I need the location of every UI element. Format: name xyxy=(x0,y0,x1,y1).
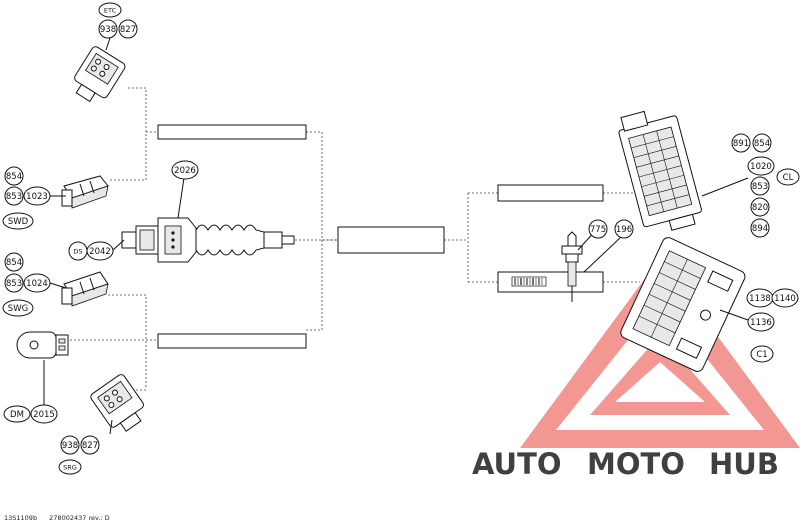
callout-2042: 2042 xyxy=(86,241,114,261)
callout-894: 894 xyxy=(750,218,770,238)
svg-text:1023: 1023 xyxy=(26,192,48,202)
cl-connector-block-icon xyxy=(618,110,702,231)
callout-827-bottom: 827 xyxy=(80,435,100,455)
barcode-icon xyxy=(514,278,543,285)
svg-text:HUB: HUB xyxy=(709,447,779,481)
svg-text:1020: 1020 xyxy=(750,162,772,172)
sensor-probe-icon xyxy=(561,231,583,302)
callout-854-swg: 854 xyxy=(4,252,24,272)
callout-1136: 1136 xyxy=(747,312,775,332)
svg-text:196: 196 xyxy=(616,225,632,235)
wire-label-box xyxy=(157,124,307,140)
callout-854-cl: 854 xyxy=(752,133,772,153)
callout-dm: DM xyxy=(3,405,31,423)
svg-text:775: 775 xyxy=(590,225,606,235)
callout-srg: SRG xyxy=(58,459,82,475)
barcode-tag xyxy=(511,276,547,287)
wire-label-box xyxy=(157,333,307,349)
callout-c1: C1 xyxy=(750,345,774,363)
svg-text:854: 854 xyxy=(754,139,770,149)
callout-775: 775 xyxy=(588,219,608,239)
callout-827-top: 827 xyxy=(118,19,138,39)
svg-text:854: 854 xyxy=(6,172,22,182)
svg-text:SWD: SWD xyxy=(8,217,29,227)
svg-text:1136: 1136 xyxy=(750,318,772,328)
callout-1138: 1138 xyxy=(746,288,774,308)
callout-1140: 1140 xyxy=(771,288,799,308)
bellows-boot-icon xyxy=(195,224,295,256)
svg-text:MOTO: MOTO xyxy=(587,447,685,481)
callout-swd: SWD xyxy=(2,212,34,230)
svg-text:2042: 2042 xyxy=(89,247,111,257)
svg-text:2015: 2015 xyxy=(33,410,55,420)
callout-2026: 2026 xyxy=(171,160,199,180)
svg-text:853: 853 xyxy=(6,279,22,289)
svg-text:853: 853 xyxy=(752,182,768,192)
callout-1020: 1020 xyxy=(747,156,775,176)
svg-text:AUTO: AUTO xyxy=(472,447,562,481)
svg-text:C1: C1 xyxy=(756,350,767,360)
diagram-footer: 13S1109b 278002437 rev.: D xyxy=(4,514,120,522)
swd-connector-icon xyxy=(61,175,109,209)
harness-label-box xyxy=(337,226,445,254)
swg-connector-icon xyxy=(61,271,109,307)
svg-text:853: 853 xyxy=(6,192,22,202)
callout-891: 891 xyxy=(731,133,751,153)
svg-text:827: 827 xyxy=(82,441,98,451)
callout-cl: CL xyxy=(776,168,800,186)
callout-853-swg: 853 xyxy=(4,273,24,293)
svg-text:SWG: SWG xyxy=(8,304,28,314)
callout-1024: 1024 xyxy=(23,273,51,293)
svg-text:CL: CL xyxy=(783,173,794,183)
svg-text:SRG: SRG xyxy=(63,464,77,472)
svg-text:891: 891 xyxy=(733,139,749,149)
ds-sensor-icon xyxy=(121,217,197,263)
svg-text:854: 854 xyxy=(6,258,22,268)
callout-swg: SWG xyxy=(2,299,34,317)
svg-text:938: 938 xyxy=(62,441,78,451)
svg-text:894: 894 xyxy=(752,224,768,234)
svg-text:938: 938 xyxy=(100,25,116,35)
callout-853-cl: 853 xyxy=(750,176,770,196)
svg-text:ETC: ETC xyxy=(104,7,117,15)
etc-connector-icon xyxy=(74,46,126,103)
svg-text:DM: DM xyxy=(10,410,24,420)
callout-2015: 2015 xyxy=(30,404,58,424)
callout-ds: DS xyxy=(68,241,88,261)
svg-text:827: 827 xyxy=(120,25,136,35)
callout-938-top: 938 xyxy=(98,19,118,39)
srg-connector-icon xyxy=(90,374,144,432)
dm-module-icon xyxy=(16,331,69,359)
callout-etc: ETC xyxy=(98,2,122,18)
callout-1023: 1023 xyxy=(23,186,51,206)
svg-text:1138: 1138 xyxy=(749,294,771,304)
c1-ecu-connector-icon xyxy=(620,237,746,372)
callout-820: 820 xyxy=(750,197,770,217)
svg-text:1024: 1024 xyxy=(26,279,48,289)
diagram-revision: 278002437 rev.: D xyxy=(49,514,110,522)
svg-text:DS: DS xyxy=(73,248,82,256)
svg-text:820: 820 xyxy=(752,203,768,213)
callout-853-swd: 853 xyxy=(4,186,24,206)
callout-854-swd: 854 xyxy=(4,166,24,186)
callout-196: 196 xyxy=(614,219,634,239)
svg-text:1140: 1140 xyxy=(774,294,796,304)
svg-text:2026: 2026 xyxy=(174,166,196,176)
wire-label-box xyxy=(497,184,604,202)
callout-leader-lines xyxy=(43,37,749,435)
callout-938-bottom: 938 xyxy=(60,435,80,455)
diagram-code: 13S1109b xyxy=(4,514,38,522)
wire-harness-lines xyxy=(70,87,640,391)
watermark-wordmark: AUTO MOTO HUB xyxy=(472,447,779,481)
